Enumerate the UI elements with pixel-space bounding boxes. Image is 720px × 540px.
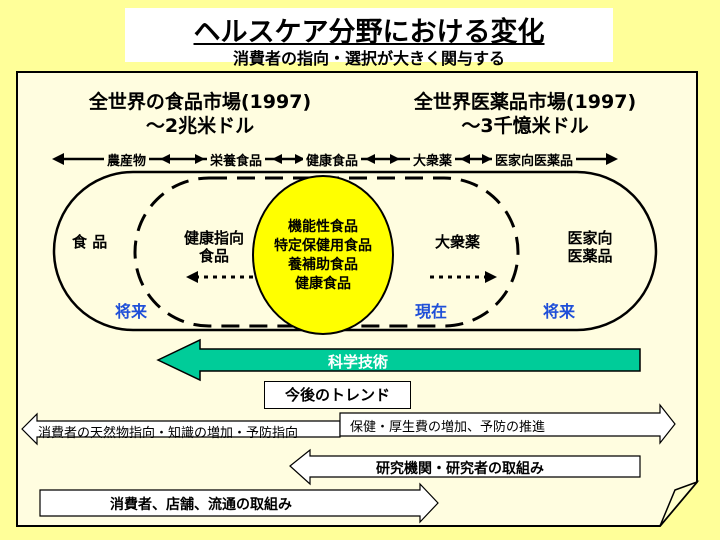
science-label: 科学技術 [328, 353, 389, 371]
science-arrow [156, 338, 641, 382]
page-title: ヘルスケア分野における変化 [193, 17, 545, 48]
food-label: 食 品 [72, 233, 108, 251]
title-box: ヘルスケア分野における変化 消費者の指向・選択が大きく関与する [125, 8, 613, 68]
category-agricultural: 農産物 [104, 150, 150, 169]
trend-arrow-distribution [39, 482, 439, 524]
trend-arrow-research [289, 448, 641, 486]
category-otc: 大衆薬 [410, 150, 456, 169]
rx-label-1: 医家向 [567, 229, 613, 247]
trend-insurance-text: 保健・厚生費の増加、予防の推進 [350, 420, 546, 435]
trend-arrow-insurance [339, 403, 676, 445]
axis-right-arrowhead [606, 153, 618, 165]
trend-consumer-text: 消費者の天然物指向・知識の増加・予防指向 [38, 426, 299, 441]
center-label-4: 健康食品 [295, 276, 351, 292]
future-left-label: 将来 [115, 302, 148, 321]
category-health-food: 健康食品 [303, 150, 362, 169]
rx-label-2: 医薬品 [567, 247, 613, 265]
food-market-size: ～2兆米ドル [145, 115, 255, 137]
category-nutritional: 栄養食品 [207, 150, 266, 169]
trend-label: 今後のトレンド [264, 381, 411, 409]
page-subtitle: 消費者の指向・選択が大きく関与する [232, 49, 505, 68]
market-oval [52, 170, 658, 332]
food-market-title: 全世界の食品市場(1997) [88, 91, 312, 113]
future-right-label: 将来 [543, 302, 576, 321]
pharma-market-title: 全世界医薬品市場(1997) [413, 91, 637, 113]
otc-label: 大衆薬 [435, 233, 481, 251]
category-prescription: 医家向医薬品 [492, 150, 577, 169]
axis-left-arrowhead [52, 153, 64, 165]
health-food-label-1: 健康指向 [183, 229, 244, 247]
folded-corner [659, 480, 700, 527]
center-label-2: 特定保健用食品 [274, 238, 372, 254]
present-label: 現在 [415, 302, 448, 321]
center-label-3: 養補助食品 [288, 257, 358, 273]
pharma-market-size: ～3千憶米ドル [461, 115, 589, 137]
center-label-1: 機能性食品 [288, 219, 358, 235]
trend-distribution-text: 消費者、店舗、流通の取組み [110, 497, 292, 513]
health-food-label-2: 食品 [198, 247, 229, 265]
trend-research-text: 研究機関・研究者の取組み [376, 461, 544, 477]
functional-food-circle [252, 175, 394, 335]
